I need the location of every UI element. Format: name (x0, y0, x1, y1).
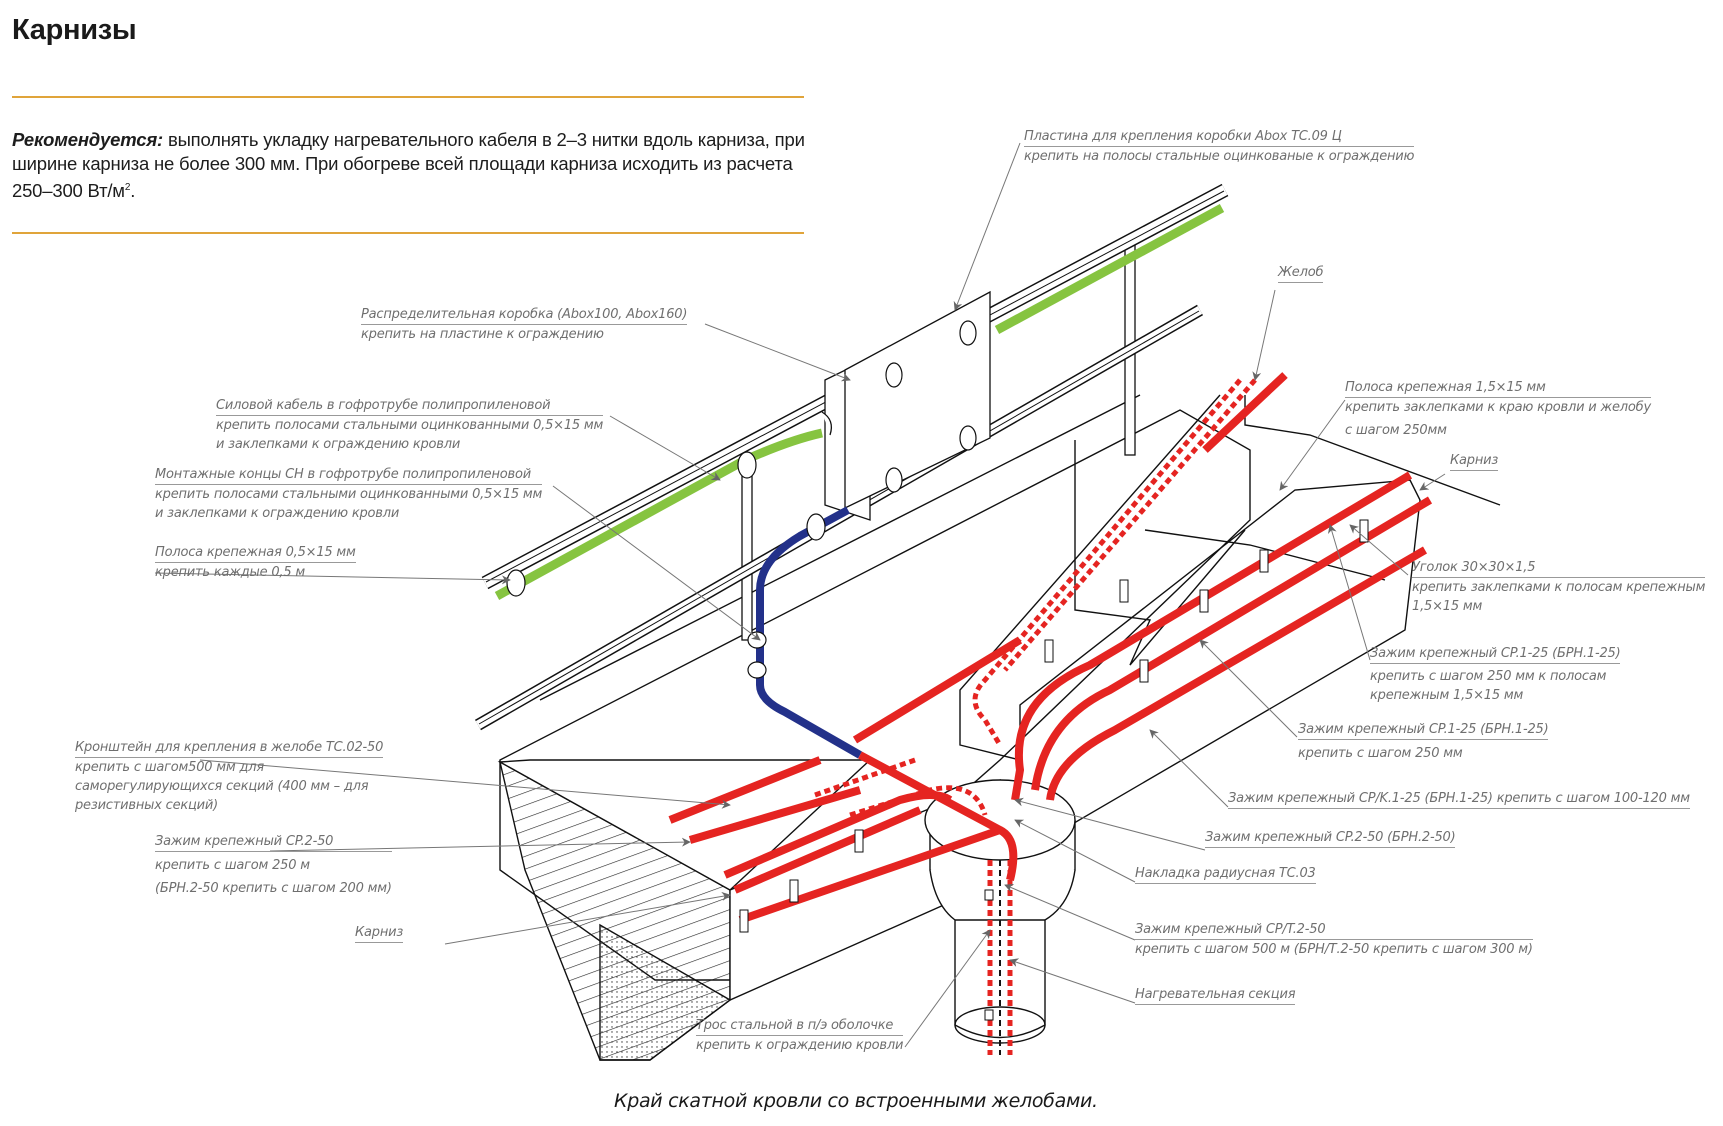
label-line: Распределительная коробка (Abox100, Abox… (361, 305, 687, 325)
label-line: и заклепками к ограждению кровли (216, 437, 461, 452)
label-line: Зажим крепежный CP/T.2-50 (1135, 920, 1533, 940)
label-line: крепежным 1,5×15 мм (1370, 688, 1524, 703)
recommendation-paragraph: Рекомендуется: выполнять укладку нагрева… (12, 128, 812, 203)
label-strip-05: Полоса крепежная 0,5×15 мм крепить кажды… (155, 543, 356, 582)
label-plate: Пластина для крепления коробки Abox TC.0… (1024, 127, 1414, 166)
label-line: (БРН.2-50 крепить с шагом 200 мм) (155, 881, 392, 896)
label-line: Полоса крепежная 0,5×15 мм (155, 543, 356, 563)
label-line: саморегулирующихся секций (400 мм – для (75, 779, 369, 794)
label-line: крепить к ограждению кровли (696, 1038, 904, 1053)
label-cold-leads: Монтажные концы СН в гофротрубе полипроп… (155, 465, 542, 523)
label-line: резистивных секций) (75, 798, 219, 813)
label-steel-cable: Трос стальной в п/э оболочке крепить к о… (696, 1016, 903, 1055)
label-junction-box: Распределительная коробка (Abox100, Abox… (361, 305, 687, 344)
label-line: крепить с шагом 250 мм (1298, 746, 1463, 761)
label-line: и заклепками к ограждению кровли (155, 506, 400, 521)
label-line: Нагревательная секция (1135, 985, 1296, 1005)
label-clamp-cp125-b: Зажим крепежный CP.1-25 (БРН.1-25) крепи… (1298, 720, 1549, 763)
label-clamp-cpk125: Зажим крепежный CP/K.1-25 (БРН.1-25) кре… (1228, 789, 1690, 809)
label-line: Уголок 30×30×1,5 (1412, 558, 1706, 578)
label-strip-15: Полоса крепежная 1,5×15 мм крепить закле… (1345, 378, 1651, 440)
label-line: крепить с шагом 250 м (155, 858, 310, 873)
label-line: крепить полосами стальными оцинкованными… (155, 487, 543, 502)
label-angle: Уголок 30×30×1,5 крепить заклепками к по… (1412, 558, 1705, 616)
label-line: Монтажные концы СН в гофротрубе полипроп… (155, 465, 543, 485)
label-line: крепить каждые 0,5 м (155, 565, 305, 580)
cable-clamps (739, 519, 1369, 1021)
recommendation-label: Рекомендуется: (12, 129, 163, 150)
label-line: Зажим крепежный CP/K.1-25 (БРН.1-25) кре… (1228, 789, 1690, 809)
label-line: крепить с шагом500 мм для (75, 760, 264, 775)
label-line: Кронштейн для крепления в желобе TC.02-5… (75, 738, 383, 758)
label-clamp-cp250-left: Зажим крепежный CP.2-50 крепить с шагом … (155, 832, 392, 898)
label-line: Зажим крепежный CP.1-25 (БРН.1-25) (1370, 644, 1621, 664)
label-radius-pad: Накладка радиусная TC.03 (1135, 864, 1316, 884)
label-line: крепить заклепками к полосам крепежным (1412, 580, 1706, 595)
label-gutter: Желоб (1278, 263, 1323, 283)
junction-plate (821, 290, 991, 521)
label-bracket: Кронштейн для крепления в желобе TC.02-5… (75, 738, 383, 815)
heating-cables-solid (668, 372, 1433, 924)
label-line: крепить на полосы стальные оцинкованые к… (1024, 146, 1414, 166)
label-line: Полоса крепежная 1,5×15 мм (1345, 378, 1651, 398)
label-line: Зажим крепежный CP.2-50 (155, 832, 392, 852)
label-heating-section: Нагревательная секция (1135, 985, 1296, 1005)
rail-clamps (506, 320, 977, 679)
label-line: Желоб (1278, 263, 1323, 283)
divider-top (12, 96, 804, 98)
cold-lead-blue (756, 506, 862, 759)
heating-cables-dashed-left (814, 757, 988, 818)
label-line: Силовой кабель в гофротрубе полипропилен… (216, 396, 604, 416)
divider-bottom (12, 232, 804, 234)
recommendation-superscript: 2 (124, 182, 131, 193)
label-eave-right: Карниз (1450, 451, 1498, 471)
recommendation-text: выполнять укладку нагревательного кабеля… (12, 129, 805, 202)
label-line: 1,5×15 мм (1412, 599, 1483, 614)
label-line: с шагом 250мм (1345, 423, 1447, 438)
label-line: Карниз (355, 923, 403, 943)
label-clamp-cp250-right: Зажим крепежный CP.2-50 (БРН.2-50) (1205, 828, 1456, 848)
label-line: крепить заклепками к краю кровли и желоб… (1345, 400, 1651, 415)
label-clamp-cp125-a: Зажим крепежный CP.1-25 (БРН.1-25) крепи… (1370, 644, 1621, 705)
label-line: крепить полосами стальными оцинкованными… (216, 418, 604, 433)
label-line: Карниз (1450, 451, 1498, 471)
power-cable-green (494, 428, 823, 600)
label-eave-left: Карниз (355, 923, 403, 943)
label-clamp-cpt250: Зажим крепежный CP/T.2-50 крепить с шаго… (1135, 920, 1533, 959)
leader-lines (154, 142, 1446, 1048)
label-line: Трос стальной в п/э оболочке (696, 1016, 904, 1036)
label-line: Зажим крепежный CP.1-25 (БРН.1-25) (1298, 720, 1549, 740)
label-line: крепить с шагом 250 мм к полосам (1370, 669, 1607, 684)
label-line: Накладка радиусная TC.03 (1135, 864, 1316, 884)
power-cable-green-right (994, 204, 1225, 334)
label-power-cable: Силовой кабель в гофротрубе полипропилен… (216, 396, 603, 454)
heating-cables-gutter (972, 378, 1257, 747)
label-line: Зажим крепежный CP.2-50 (БРН.2-50) (1205, 828, 1456, 848)
figure-caption: Край скатной кровли со встроенными желоб… (614, 1090, 1098, 1112)
label-line: крепить на пластине к ограждению (361, 327, 604, 342)
page-title: Карнизы (12, 14, 137, 46)
label-line: Пластина для крепления коробки Abox TC.0… (1024, 129, 1342, 144)
recommendation-end: . (130, 180, 136, 202)
label-line: крепить с шагом 500 м (БРН/Т.2-50 крепит… (1135, 942, 1533, 957)
